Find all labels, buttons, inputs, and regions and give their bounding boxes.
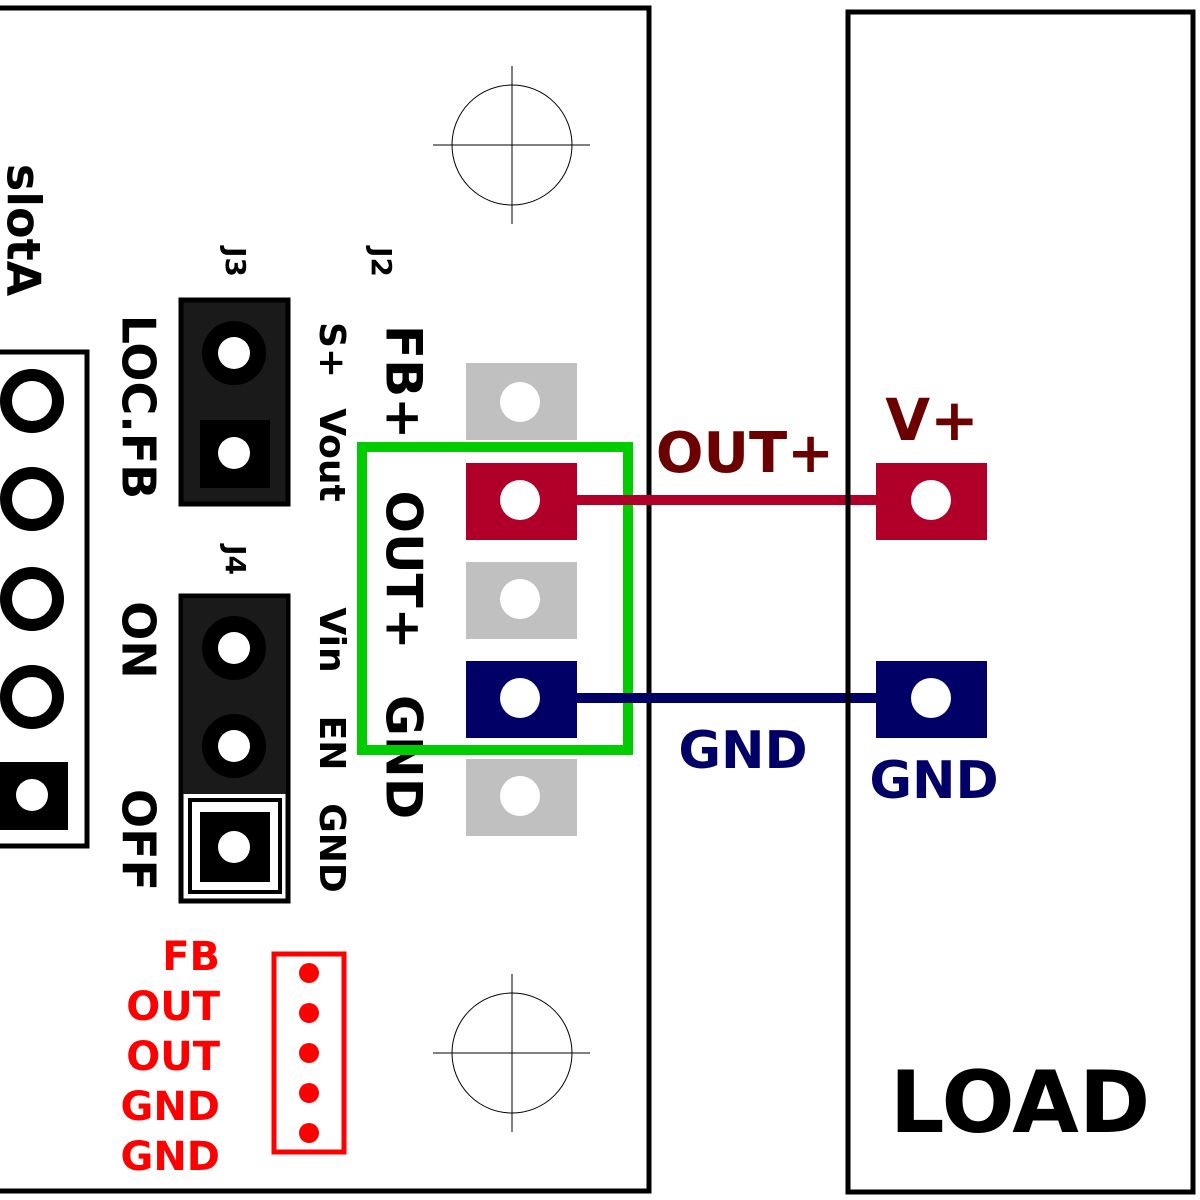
load-vplus-label: V+	[885, 386, 979, 454]
j4-ref: J4	[219, 543, 252, 575]
connector-legend	[271, 951, 347, 1155]
slot-pin-4	[0, 665, 64, 729]
j4-option-label: ON	[112, 601, 166, 679]
j4-jumper	[178, 593, 291, 904]
load-gnd-label: GND	[869, 751, 998, 811]
j3-pin-label: Vout	[311, 408, 352, 501]
slot-a-header	[0, 349, 90, 849]
wire-out-label: OUT+	[656, 421, 834, 486]
load-outline	[845, 9, 1196, 1195]
wire-gnd-label: GND	[678, 721, 807, 781]
legend-item: FB	[162, 934, 220, 980]
slot-pin-1	[0, 369, 64, 433]
j2-pin-label: GND	[375, 695, 433, 819]
slot-pin-3	[0, 567, 64, 631]
j4-pin-label: EN	[311, 716, 352, 771]
legend-item: OUT	[126, 1034, 220, 1080]
highlight-box	[357, 442, 633, 755]
j2-pin-label: FB+	[375, 325, 433, 439]
slot-label: slotA	[0, 164, 51, 297]
j3-pin-label: S+	[311, 322, 352, 378]
load-title: LOAD	[890, 1053, 1150, 1153]
legend-item: OUT	[126, 984, 220, 1030]
j3-jumper	[178, 297, 291, 507]
board-outline	[0, 5, 652, 1194]
slot-pin-2	[0, 467, 64, 531]
j4-option-label: OFF	[112, 789, 166, 891]
j3-function-label: LOC.FB	[112, 315, 166, 500]
j2-pads	[466, 363, 577, 836]
j2-pin-label: OUT+	[375, 490, 433, 649]
j4-pin-label: Vin	[311, 607, 352, 672]
mounting-hole-bottom	[433, 974, 590, 1132]
j3-ref: J3	[219, 245, 252, 277]
j2-ref: J2	[365, 245, 398, 277]
j4-pin-label: GND	[311, 803, 352, 893]
legend-item: GND	[120, 1084, 220, 1130]
legend-item: GND	[120, 1134, 220, 1180]
mounting-hole-top	[433, 66, 590, 224]
